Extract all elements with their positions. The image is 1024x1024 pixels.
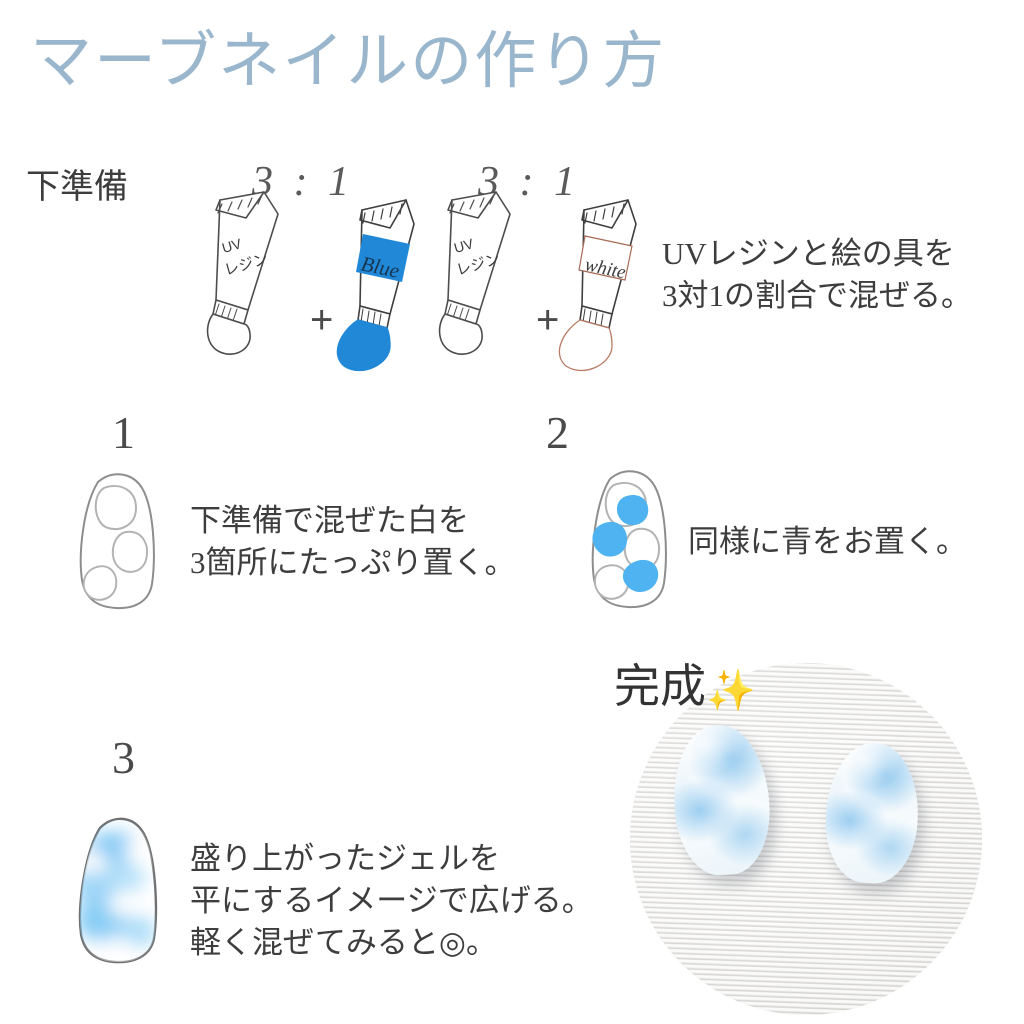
step-1-text-line-2: 3箇所にたっぷり置く。: [190, 545, 516, 580]
nail-tip-right: [822, 740, 922, 886]
step-2-text-line-1: 同様に青をお置く。: [688, 524, 967, 559]
uv-resin-tube-right: UV レジン: [438, 191, 511, 355]
nail-tip-left: [668, 721, 775, 879]
nail-step-2: [591, 470, 667, 609]
prep-section-label: 下準備: [26, 169, 128, 206]
uv-resin-tube-left: UV レジン: [206, 191, 279, 355]
uv-resin-right-label-line1: UV: [452, 235, 476, 256]
prep-description-line-1: UVレジンと絵の具を: [662, 236, 955, 271]
nail-step-1: [79, 473, 155, 610]
uv-resin-label-line1: UV: [220, 235, 244, 256]
plus-sign-left: +: [310, 298, 334, 342]
result-label: 完成: [614, 661, 706, 712]
step-2-number: 2: [546, 407, 569, 458]
blue-paint-tube: Blue: [336, 199, 415, 372]
plus-sign-right: +: [536, 298, 560, 342]
step-1-text-line-1: 下準備で混ぜた白を: [190, 503, 469, 538]
step-1-number: 1: [112, 407, 135, 458]
white-paint-tube: white: [558, 199, 637, 372]
step-3-number: 3: [112, 732, 135, 783]
page-title: マーブネイルの作り方: [30, 28, 667, 96]
step-3-text-line-2: 平にするイメージで広げる。: [190, 883, 593, 918]
prep-description-line-2: 3対1の割合で混ぜる。: [662, 278, 972, 313]
step-3-text-line-3: 軽く混ぜてみると◎。: [190, 925, 497, 960]
nail-step-3: [78, 817, 158, 964]
result-photo: [630, 663, 982, 1015]
sparkle-icon: ✨: [706, 668, 756, 713]
result-label-group: 完成✨: [614, 650, 756, 716]
step-3-text-line-1: 盛り上がったジェルを: [190, 841, 500, 876]
